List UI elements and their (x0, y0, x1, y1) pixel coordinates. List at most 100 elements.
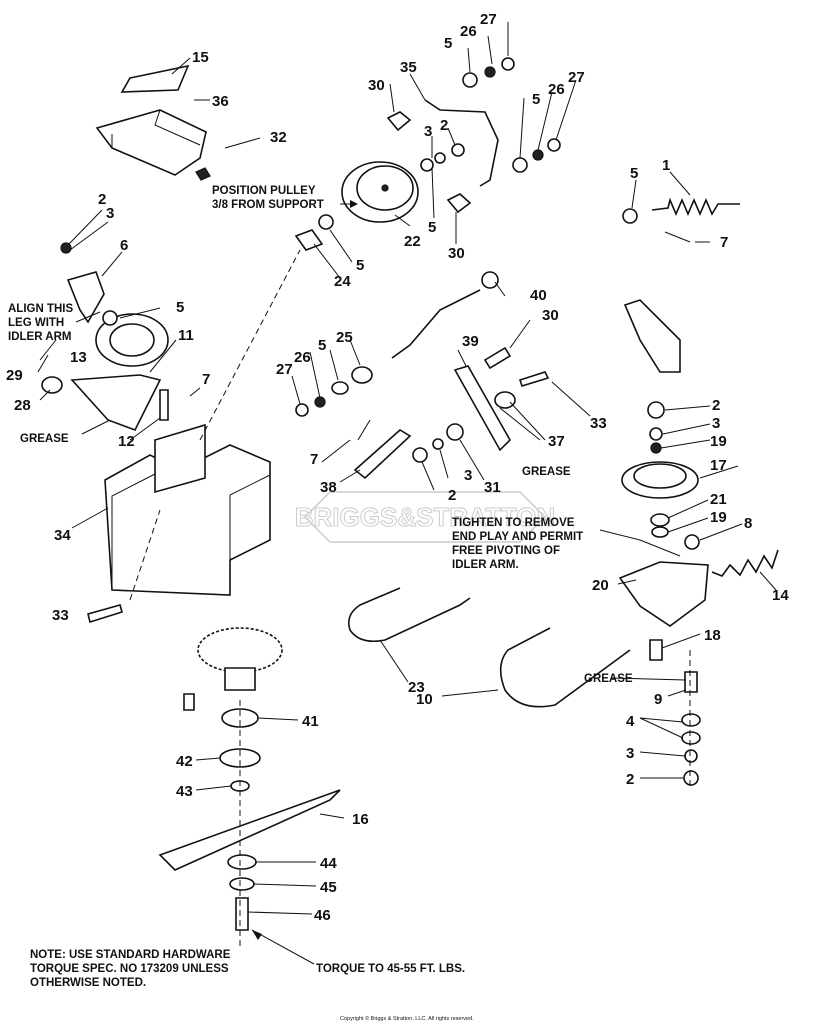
align-label-3: IDLER ARM (8, 331, 71, 343)
callout-number: 42 (176, 753, 193, 770)
bolt-part (159, 389, 169, 421)
callout-number: 27 (276, 361, 293, 378)
callout-number: 11 (178, 327, 194, 344)
bolt-part (87, 604, 123, 624)
callout-number: 2 (448, 487, 456, 504)
callout-number: 5 (444, 35, 452, 52)
callout-number: 13 (70, 349, 87, 366)
centerline (199, 249, 301, 441)
align-label-1: ALIGN THIS (8, 303, 73, 315)
nut-part (683, 770, 699, 786)
washer-part (434, 152, 446, 164)
washer-part (446, 423, 464, 441)
washer-part (650, 442, 662, 454)
bolt-part (235, 897, 249, 931)
bracket-part (623, 299, 681, 373)
callout-number: 16 (352, 811, 369, 828)
callout-number: 3 (626, 745, 634, 762)
nut-part (484, 66, 496, 78)
callout-number: 2 (98, 191, 106, 208)
bushing-part (351, 366, 373, 384)
copyright-text: Copyright © Briggs & Stratton, LLC. All … (340, 1015, 474, 1022)
callout-number: 40 (530, 287, 547, 304)
nut-part (314, 396, 326, 408)
idler-arm-part (70, 374, 162, 431)
spacer-part (294, 229, 324, 251)
callout-number: 5 (318, 337, 326, 354)
spindle-housing-part (197, 627, 283, 691)
callout-number: 41 (302, 713, 319, 730)
watermark-text: BRIGGS&STRATTON (295, 502, 555, 532)
callout-number: 27 (480, 11, 497, 28)
callout-number: 17 (710, 457, 727, 474)
cover-part (95, 109, 207, 176)
tighten-label-3: FREE PIVOTING OF (452, 545, 560, 557)
decal-part (120, 64, 190, 93)
spacer-part (494, 391, 516, 409)
position-pulley-label-2: 3/8 FROM SUPPORT (212, 199, 324, 211)
washer-part (649, 427, 663, 441)
callout-number: 43 (176, 783, 193, 800)
cable-part (391, 289, 481, 359)
callout-number: 5 (176, 299, 184, 316)
spring-part (711, 549, 779, 577)
idler-arm-plate-part (618, 561, 709, 627)
callout-number: 23 (408, 679, 425, 696)
callout-number: 26 (460, 23, 477, 40)
callout-number: 39 (462, 333, 479, 350)
washer-part (651, 526, 669, 538)
callout-number: 3 (712, 415, 720, 432)
callout-number: 7 (202, 371, 210, 388)
callout-number: 24 (334, 273, 351, 290)
pulley-part (341, 161, 419, 223)
callout-number: 28 (14, 397, 31, 414)
nut-part (501, 57, 515, 71)
washer-part (318, 214, 334, 230)
callout-number: 7 (720, 234, 728, 251)
washer-part (681, 731, 701, 745)
nut-part (684, 534, 700, 550)
leader-line (81, 419, 111, 435)
callout-number: 38 (320, 479, 337, 496)
callout-number: 33 (52, 607, 69, 624)
callout-number: 33 (590, 415, 607, 432)
washer-part (512, 157, 528, 173)
washer-part (420, 158, 434, 172)
torque-label: TORQUE TO 45-55 FT. LBS. (316, 963, 465, 975)
callout-number: 3 (464, 467, 472, 484)
callout-number: 22 (404, 233, 421, 250)
callout-number: 21 (710, 491, 727, 508)
callout-number: 26 (294, 349, 311, 366)
nut-part (547, 138, 561, 152)
callout-number: 1 (662, 157, 670, 174)
washer-part (229, 877, 255, 891)
bolt-part (386, 111, 412, 132)
pin-part (39, 339, 57, 361)
washer-part (681, 713, 701, 727)
blade-part (158, 789, 341, 871)
callout-number: 8 (744, 515, 752, 532)
grease-label: GREASE (584, 673, 633, 685)
lever-part (453, 365, 511, 452)
callout-number: 3 (106, 205, 114, 222)
callout-number: 29 (6, 367, 23, 384)
callout-number: 12 (118, 433, 135, 450)
callout-number: 34 (54, 527, 71, 544)
idler-pulley-part (95, 313, 169, 367)
grease-label: GREASE (20, 433, 69, 445)
leader-line (599, 529, 681, 557)
washer-part (650, 513, 670, 527)
tighten-label-4: IDLER ARM. (452, 559, 519, 571)
washer-part (462, 72, 478, 88)
mounting-bracket-part (104, 423, 271, 596)
note-line-3: OTHERWISE NOTED. (30, 977, 146, 989)
washer-part (331, 381, 349, 395)
nut-part (451, 143, 465, 157)
washer-part (102, 310, 118, 326)
tighten-label-1: TIGHTEN TO REMOVE (452, 517, 575, 529)
callout-number: 15 (192, 49, 209, 66)
washer-part (41, 376, 63, 394)
bolt-part (446, 193, 472, 214)
callout-number: 46 (314, 907, 331, 924)
callout-number: 5 (356, 257, 364, 274)
